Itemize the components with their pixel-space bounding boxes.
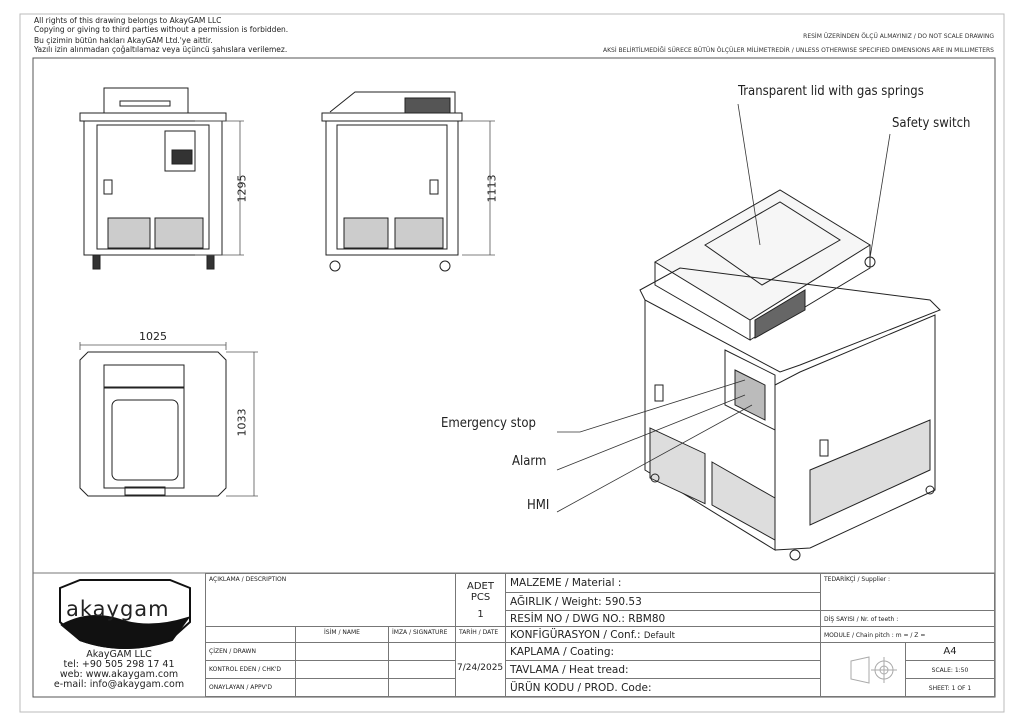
isometric-view (639, 189, 941, 561)
prod-code-field: ÜRÜN KODU / PROD. Code: (505, 678, 821, 697)
top-view (79, 351, 227, 497)
drawn-name (295, 642, 389, 661)
company-name: AkayGAM LLC (86, 649, 152, 660)
module-field: MODULE / Chain pitch : m = / Z = (820, 626, 995, 643)
rights-tr-2: Yazılı izin alınmadan çoğaltılamaz veya … (34, 44, 288, 54)
callout-lid: Transparent lid with gas springs (738, 84, 924, 99)
rights-notice: All rights of this drawing belongs to Ak… (34, 16, 289, 54)
scale-field: SCALE: 1:50 (905, 660, 995, 679)
dim-top-width: 1025 (139, 330, 167, 343)
pcs-value: 1 (477, 609, 484, 620)
sheet-field: SHEET: 1 OF 1 (905, 678, 995, 697)
drawn-signature (388, 642, 456, 661)
name-header: İSİM / NAME (295, 626, 389, 643)
drawn-label: ÇİZEN / DRAWN (205, 642, 296, 661)
paper-size: A4 (905, 642, 995, 661)
coating-field: KAPLAMA / Coating: (505, 642, 821, 661)
pcs-cell: ADET PCS 1 (455, 573, 506, 627)
pcs-label-2: PCS (470, 592, 491, 603)
front-view (79, 87, 227, 270)
logo-text: akaygam (66, 597, 170, 621)
dim-top-depth: 1033 (235, 408, 249, 437)
callout-emergency-stop: Emergency stop (441, 416, 536, 431)
units-note: AKSİ BELİRTİLMEDİĞİ SÜRECE BÜTÜN ÖLÇÜLER… (602, 47, 994, 54)
approved-label: ONAYLAYAN / APPV'D (205, 678, 296, 697)
dim-front-height: 1295 (235, 174, 249, 203)
callout-safety-switch: Safety switch (892, 116, 971, 131)
conf-label: KONFİGÜRASYON / Conf.: (510, 629, 641, 641)
dwg-no-field: RESİM NO / DWG NO.: RBM80 (505, 610, 821, 627)
projection-symbol-icon (820, 642, 906, 697)
date-header: TARİH / DATE (455, 626, 506, 643)
rights-en-2: Copying or giving to third parties witho… (34, 24, 289, 34)
company-web: web: www.akaygam.com (59, 669, 179, 680)
description-cell: AÇIKLAMA / DESCRIPTION (205, 573, 456, 627)
rights-tr-1: Bu çizimin bütün hakları AkayGAM Ltd.'ye… (34, 36, 213, 45)
date-value: 7/24/2025 (455, 642, 506, 697)
weight-field: AĞIRLIK / Weight: 590.53 (505, 592, 821, 611)
pcs-label-1: ADET (467, 581, 494, 592)
company-contact: AkayGAM LLC tel: +90 505 298 17 41 web: … (33, 650, 205, 690)
company-tel: tel: +90 505 298 17 41 (63, 659, 175, 670)
material-field: MALZEME / Material : (505, 573, 821, 593)
checked-signature (388, 660, 456, 679)
callout-alarm: Alarm (512, 454, 547, 469)
dim-side-height: 1113 (485, 174, 499, 203)
callout-hmi: HMI (527, 498, 550, 513)
approved-name (295, 678, 389, 697)
company-email: e-mail: info@akaygam.com (53, 679, 185, 690)
heat-treat-field: TAVLAMA / Heat tread: (505, 660, 821, 679)
rights-en-1: All rights of this drawing belongs to Ak… (34, 16, 222, 25)
company-logo (59, 579, 191, 649)
conf-value: Default (643, 631, 675, 641)
no-scale-note: RESİM ÜZERİNDEN ÖLÇÜ ALMAYINIZ / DO NOT … (803, 33, 994, 40)
checked-label: KONTROL EDEN / CHK'D (205, 660, 296, 679)
approved-signature (388, 678, 456, 697)
supplier-field: TEDARİKÇİ / Supplier : (820, 573, 995, 611)
signature-header: İMZA / SIGNATURE (388, 626, 456, 643)
side-view (321, 91, 463, 272)
conf-field: KONFİGÜRASYON / Conf.: Default (505, 626, 821, 643)
teeth-field: DİŞ SAYISI / Nr. of teeth : (820, 610, 995, 627)
role-header-cell (205, 626, 296, 643)
checked-name (295, 660, 389, 679)
